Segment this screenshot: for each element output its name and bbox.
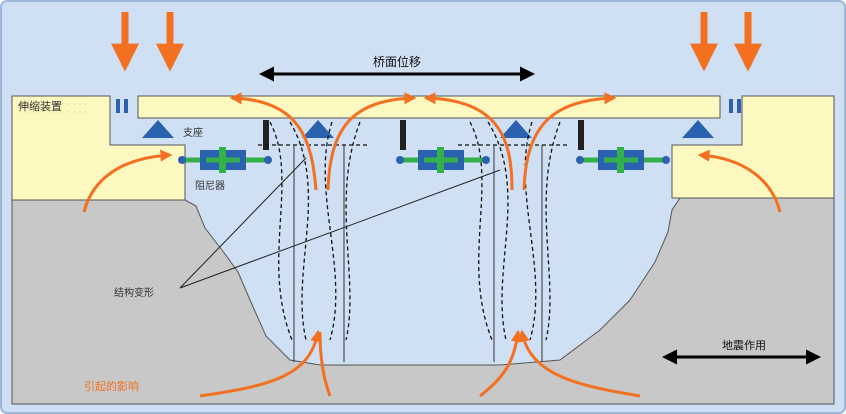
left-bearing-icon (142, 120, 174, 138)
pier-2-deformation (458, 121, 570, 341)
curved-arrow-icon (423, 92, 514, 191)
right-abutment (671, 95, 835, 199)
damper-label: 阻尼器 (195, 180, 225, 192)
curved-arrow-icon (229, 92, 318, 191)
curved-arrow-icon (326, 92, 417, 191)
curved-arrow-icon (517, 329, 641, 398)
expansion-joint-dots (19, 103, 87, 113)
damper-right-icon (576, 147, 670, 173)
curved-arrow-icon (522, 92, 617, 191)
curved-arrow-icon (479, 329, 523, 398)
left-joint-icon (116, 99, 128, 113)
curved-arrow-icon (318, 331, 332, 397)
curved-arrow-icon (199, 329, 323, 398)
top-load-arrows (111, 12, 762, 72)
curved-arrow-icon (82, 149, 173, 213)
pier1-bearing-icon (302, 120, 334, 138)
expansion-joint-label: 伸缩装置 (18, 100, 62, 113)
structural-deformation-label: 结构变形 (114, 286, 154, 299)
pier-1 (293, 145, 345, 362)
curved-arrow-icon (697, 149, 782, 213)
induced-effects-label: 引起的影响 (84, 379, 139, 393)
deformation-leader-lines (179, 157, 501, 289)
effect-arrows (82, 92, 782, 398)
bearing-label: 支座 (183, 126, 203, 139)
bridge-displacement-label: 桥面位移 (373, 54, 421, 69)
post-icon (263, 120, 269, 150)
pier-2 (493, 145, 543, 362)
damper-middle-icon (396, 147, 490, 173)
damper-left-icon (178, 147, 272, 173)
pier2-bearing-icon (500, 120, 532, 138)
left-abutment (11, 95, 186, 201)
pier-1-deformation (258, 121, 370, 341)
right-joint-icon (729, 99, 741, 113)
post-icon (400, 120, 406, 150)
post-icon (578, 120, 584, 150)
seismic-action-label: 地震作用 (722, 339, 766, 352)
right-bearing-icon (682, 120, 714, 138)
